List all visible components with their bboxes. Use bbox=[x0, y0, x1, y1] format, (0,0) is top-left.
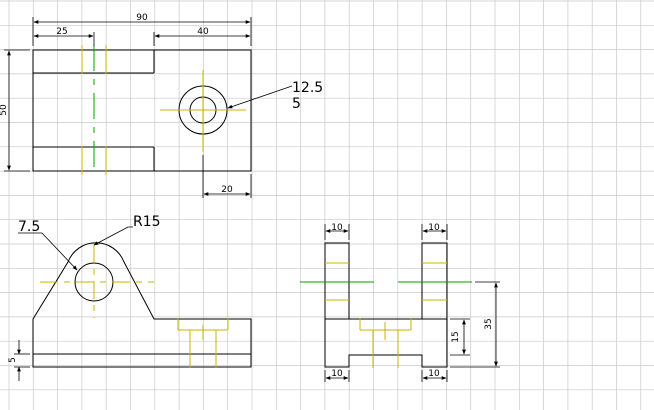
front-view-outline bbox=[32, 242, 252, 368]
top-view-outline bbox=[32, 49, 252, 172]
leader-r15 bbox=[93, 226, 133, 246]
side-view: 10 10 10 10 15 35 bbox=[300, 223, 500, 382]
dim-slot-depth: 15 bbox=[451, 331, 461, 342]
dim-top-left: 10 bbox=[331, 223, 343, 233]
dim-total-height: 35 bbox=[484, 318, 494, 329]
front-view: 7.5 R15 5 bbox=[8, 214, 252, 381]
dim-bottom-left: 10 bbox=[331, 369, 343, 379]
dim-overall-width: 90 bbox=[136, 13, 148, 23]
dim-bottom-right: 10 bbox=[428, 369, 440, 379]
hole-callout-inner: 5 bbox=[292, 96, 301, 112]
callout-hole-radius: 7.5 bbox=[18, 219, 40, 235]
leader-7-5 bbox=[18, 232, 78, 271]
hole-leader bbox=[227, 85, 293, 109]
side-view-outline bbox=[324, 242, 448, 368]
callout-boss-radius: R15 bbox=[133, 214, 161, 230]
dim-top-right: 10 bbox=[428, 223, 440, 233]
dim-height: 50 bbox=[0, 104, 9, 116]
dim-base-thickness: 5 bbox=[8, 357, 18, 363]
top-view: 12.5 5 90 25 40 50 20 bbox=[0, 13, 323, 198]
dim-right-part: 40 bbox=[197, 27, 209, 37]
dim-left-slot: 25 bbox=[56, 27, 67, 37]
hole-callout-diameter: 12.5 bbox=[292, 80, 323, 96]
dim-hole-offset: 20 bbox=[221, 185, 233, 195]
